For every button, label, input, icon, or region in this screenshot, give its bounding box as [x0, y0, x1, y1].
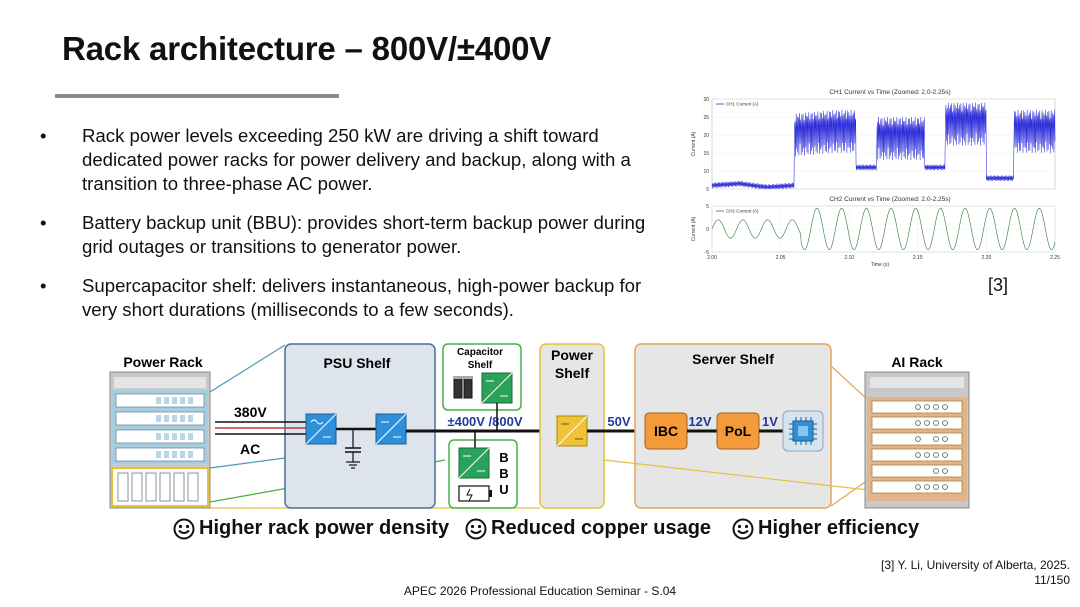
- bbu-letter: U: [499, 482, 508, 497]
- ch2-y-tick-label: 0: [706, 227, 709, 233]
- bullet-list: • Rack power levels exceeding 250 kW are…: [40, 124, 680, 337]
- ch1-y-tick-label: 10: [703, 169, 709, 175]
- ch2-x-tick-label: 2.05: [776, 255, 786, 261]
- waveform-figure: CH1 Current vs Time (Zoomed: 2.0-2.25s) …: [690, 88, 1060, 270]
- ch1-ylabel: Current (A): [691, 131, 697, 156]
- bullet-item: • Rack power levels exceeding 250 kW are…: [40, 124, 680, 196]
- footer-text: APEC 2026 Professional Education Seminar…: [403, 584, 677, 598]
- bbu-converter-icon: [458, 447, 490, 479]
- bullet-marker: •: [40, 212, 47, 233]
- bullet-text: Supercapacitor shelf: delivers instantan…: [82, 275, 642, 320]
- ch2-chart-title: CH2 Current vs Time (Zoomed: 2.0-2.25s): [829, 196, 950, 203]
- processor-chip-icon: [782, 410, 824, 452]
- psu-shelf-label: PSU Shelf: [324, 355, 391, 371]
- power-shelf-label: Shelf: [555, 365, 590, 381]
- benefit-text: Reduced copper usage: [491, 517, 712, 539]
- power-rack: [109, 371, 211, 509]
- figure-reference: [3]: [988, 275, 1009, 295]
- ch2-x-ticks: 2.00 2.05 2.10 2.15 2.20 2.25: [707, 255, 1060, 261]
- ibc-label: IBC: [654, 423, 678, 439]
- ch1-chart-title: CH1 Current vs Time (Zoomed: 2.0-2.25s): [829, 89, 950, 96]
- bullet-marker: •: [40, 275, 47, 296]
- ch1-legend-label: CH1 Current (A): [726, 102, 759, 107]
- pol-label: PoL: [725, 423, 752, 439]
- smiley-icon: [465, 518, 487, 539]
- benefit-item: Reduced copper usage: [465, 517, 711, 540]
- bbu-letter: B: [499, 466, 508, 481]
- capacitor-converter-icon: [481, 372, 513, 404]
- ch2-series-line: [711, 207, 1056, 251]
- dc-dc-converter-icon: [375, 413, 407, 445]
- supercapacitor-icon: [453, 376, 473, 399]
- bullet-text: Rack power levels exceeding 250 kW are d…: [82, 125, 631, 194]
- psu-callout-line: [209, 457, 286, 469]
- ch1-y-tick-label: 15: [703, 151, 709, 157]
- bullet-item: • Battery backup unit (BBU): provides sh…: [40, 211, 680, 259]
- server-shelf-label: Server Shelf: [692, 351, 774, 367]
- bullet-text: Battery backup unit (BBU): provides shor…: [82, 212, 646, 257]
- smiley-icon: [732, 518, 754, 539]
- smiley-icon: [173, 518, 195, 539]
- bbu-letter: B: [499, 450, 508, 465]
- ch2-y-tick-label: -5: [705, 250, 710, 256]
- benefit-item: Higher efficiency: [732, 517, 919, 540]
- ch2-y-tick-label: 5: [706, 204, 709, 210]
- battery-icon: [458, 485, 492, 502]
- capacitor-shelf-label: Capacitor: [457, 347, 503, 358]
- ch1-y-tick-label: 5: [706, 187, 709, 193]
- ai-rack: [864, 371, 970, 509]
- power-shelf-converter-icon: [556, 415, 588, 447]
- bullet-marker: •: [40, 125, 47, 146]
- ch2-x-tick-label: 2.20: [982, 255, 992, 261]
- ch1-y-tick-label: 30: [703, 97, 709, 103]
- ch1-y-ticks: 5 10 15 20 25 30: [703, 97, 709, 193]
- ch2-x-tick-label: 2.10: [844, 255, 854, 261]
- ch2-x-tick-label: 2.00: [707, 255, 717, 261]
- ch2-gridlines: [711, 205, 1056, 253]
- title-underline: [55, 94, 339, 98]
- power-shelf-label: Power: [551, 347, 594, 363]
- benefit-text: Higher rack power density: [199, 517, 450, 539]
- capacitor-icon: [345, 429, 361, 469]
- ch2-legend-label: CH2 Current (A): [726, 209, 759, 214]
- v1-label: 1V: [762, 414, 778, 429]
- input-type-label: AC: [240, 441, 260, 457]
- benefit-item: Higher rack power density: [173, 517, 449, 540]
- bullet-item: • Supercapacitor shelf: delivers instant…: [40, 274, 680, 322]
- benefit-text: Higher efficiency: [758, 517, 920, 539]
- ch1-y-tick-label: 20: [703, 133, 709, 139]
- input-voltage-label: 380V: [234, 404, 267, 420]
- power-architecture-diagram: Power Rack: [100, 340, 980, 520]
- ch2-ylabel: Current (A): [691, 216, 697, 241]
- v50-label: 50V: [607, 414, 630, 429]
- ac-dc-converter-icon: [305, 413, 337, 445]
- citation: [3] Y. Li, University of Alberta, 2025. …: [881, 558, 1070, 588]
- ch1-y-tick-label: 25: [703, 115, 709, 121]
- ch2-x-tick-label: 2.15: [913, 255, 923, 261]
- capacitor-shelf-label: Shelf: [468, 360, 493, 371]
- power-rack-label: Power Rack: [123, 354, 203, 370]
- ch2-xlabel: Time (s): [871, 262, 889, 268]
- v12-label: 12V: [688, 414, 711, 429]
- psu-shelf: [284, 343, 436, 509]
- power-shelf-callout-line: [603, 459, 869, 491]
- benefits-row: Higher rack power density Reduced copper…: [0, 517, 1080, 547]
- slide-title: Rack architecture – 800V/±400V: [62, 30, 552, 67]
- ai-rack-label: AI Rack: [891, 354, 943, 370]
- server-callout-line: [830, 479, 869, 507]
- ch1-series-line: [711, 102, 1056, 190]
- psu-callout-line: [209, 344, 286, 393]
- server-callout-line: [830, 365, 869, 401]
- ch2-x-tick-label: 2.25: [1050, 255, 1060, 261]
- page-number: 11/150: [1034, 573, 1070, 587]
- ch2-y-ticks: -5 0 5: [705, 204, 710, 256]
- citation-text: [3] Y. Li, University of Alberta, 2025.: [881, 558, 1070, 572]
- bus-voltage-label: ±400V /800V: [447, 414, 522, 429]
